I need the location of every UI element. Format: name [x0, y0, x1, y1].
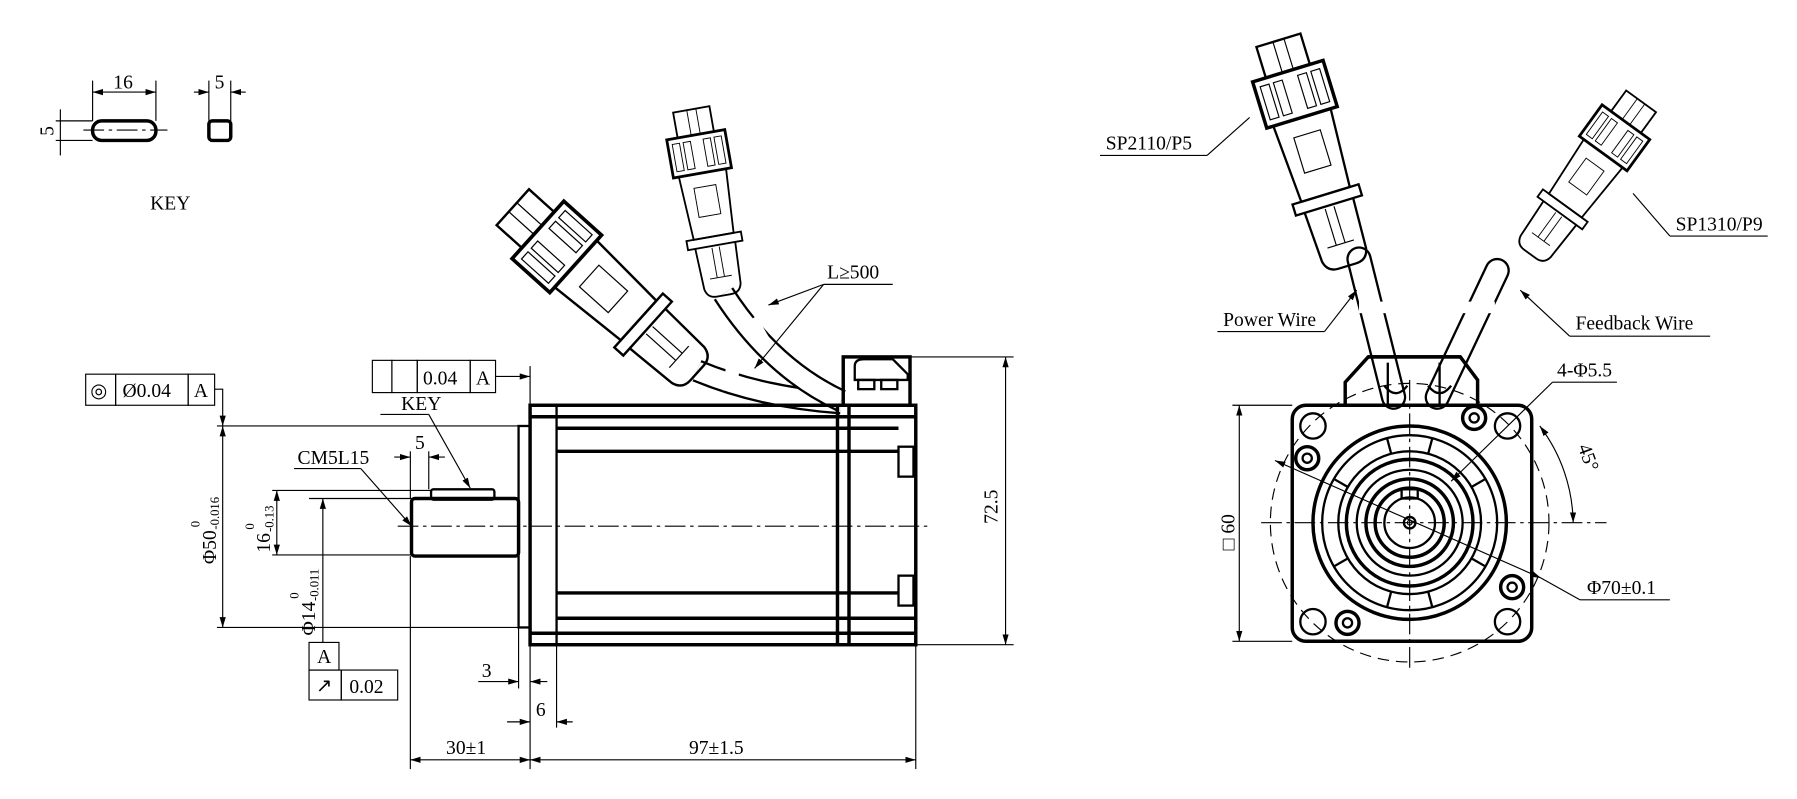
key-height-dim: 5 — [37, 126, 58, 136]
runout-symbol: ↗ — [316, 676, 332, 697]
key-width-callout: 5 — [415, 433, 425, 454]
feedback-wire-label: Feedback Wire — [1575, 313, 1693, 334]
square-dim: □ 60 — [1219, 514, 1240, 550]
d14-lower-tol: -0.011 — [307, 569, 321, 601]
mount-hole — [1493, 412, 1522, 440]
feedback-connector-label: SP1310/P9 — [1676, 214, 1763, 235]
side-view: 72.5 97±1.5 30±1 3 6 Φ50 0 -0.016 16 — [85, 102, 1014, 770]
concentricity-symbol: ◎ — [90, 381, 107, 402]
mount-hole — [1299, 607, 1327, 636]
shaft-length-dim: 30±1 — [446, 738, 486, 759]
key-callout: KEY — [401, 394, 441, 415]
key-thickness-dim: 5 — [215, 73, 225, 94]
angle-dim: 45° — [1573, 441, 1602, 474]
body-length-dim: 97±1.5 — [689, 738, 744, 759]
shaft-key — [429, 488, 496, 501]
d50-dim: Φ50 — [200, 530, 221, 564]
shaft — [409, 496, 521, 558]
h16-lower-tol: -0.13 — [262, 506, 276, 532]
connector-housing — [841, 355, 912, 407]
motor-body — [528, 403, 918, 647]
d14-upper-tol: 0 — [288, 592, 302, 598]
d50-lower-tol: -0.016 — [208, 497, 222, 530]
key-tolerance-value: 0.04 — [423, 369, 457, 390]
h16-upper-tol: 0 — [243, 523, 257, 529]
mount-hole — [1493, 607, 1522, 636]
key-tolerance-datum: A — [476, 369, 490, 390]
key-width-dim: 16 — [113, 73, 133, 94]
feedback-connector-front — [1504, 82, 1667, 273]
concentricity-datum: A — [194, 381, 208, 402]
runout-value: 0.02 — [349, 677, 383, 698]
cable-length-label: L≥500 — [827, 263, 879, 284]
d14-dim: Φ14 — [299, 601, 320, 635]
key-section-shape — [207, 119, 233, 143]
feedback-connector-side — [660, 102, 755, 302]
front-view: □ 60 45° 4-Φ5.5 Φ70±0.1 SP2110/P5 SP1310… — [1099, 27, 1768, 672]
height-dim: 72.5 — [982, 489, 1003, 523]
flange-thickness-dim: 3 — [482, 661, 492, 682]
power-wire-label: Power Wire — [1223, 310, 1316, 331]
power-connector-label: SP2110/P5 — [1106, 134, 1192, 155]
key-label: KEY — [150, 194, 190, 215]
key-detail: 16 5 5 KEY — [37, 73, 246, 215]
datum-a: A — [317, 647, 331, 668]
power-connector-front — [1241, 27, 1385, 279]
pcd-label: Φ70±0.1 — [1587, 578, 1656, 599]
concentricity-value: Ø0.04 — [123, 381, 172, 402]
h16-dim: 16 — [254, 533, 275, 553]
mount-hole — [1299, 412, 1327, 440]
pilot-depth-dim: 6 — [536, 700, 546, 721]
mount-holes-label: 4-Φ5.5 — [1557, 360, 1612, 381]
d50-upper-tol: 0 — [189, 521, 203, 527]
key-slot-shape — [90, 119, 158, 143]
thread-callout: CM5L15 — [298, 448, 370, 469]
